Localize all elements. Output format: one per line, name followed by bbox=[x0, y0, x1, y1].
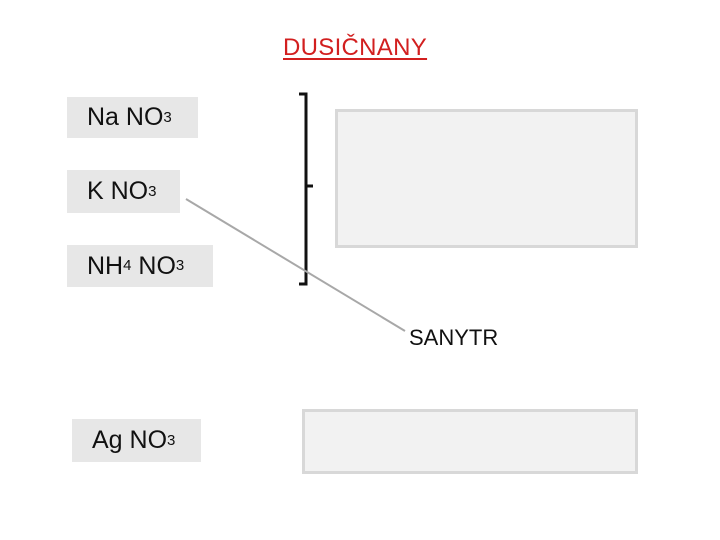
page-title: DUSIČNANY bbox=[283, 34, 428, 61]
answer-box-top[interactable] bbox=[335, 109, 638, 248]
formula-text: Na NO bbox=[87, 103, 164, 131]
answer-box-bottom[interactable] bbox=[302, 409, 638, 474]
formula-text: Ag NO bbox=[92, 426, 168, 454]
connector-line bbox=[185, 198, 406, 332]
callout-label: SANYTR bbox=[409, 325, 499, 350]
curly-brace-icon bbox=[299, 92, 313, 286]
formula-text: NH bbox=[87, 251, 124, 280]
formula-text: K NO bbox=[87, 177, 149, 205]
formula-text: NO bbox=[131, 251, 176, 280]
